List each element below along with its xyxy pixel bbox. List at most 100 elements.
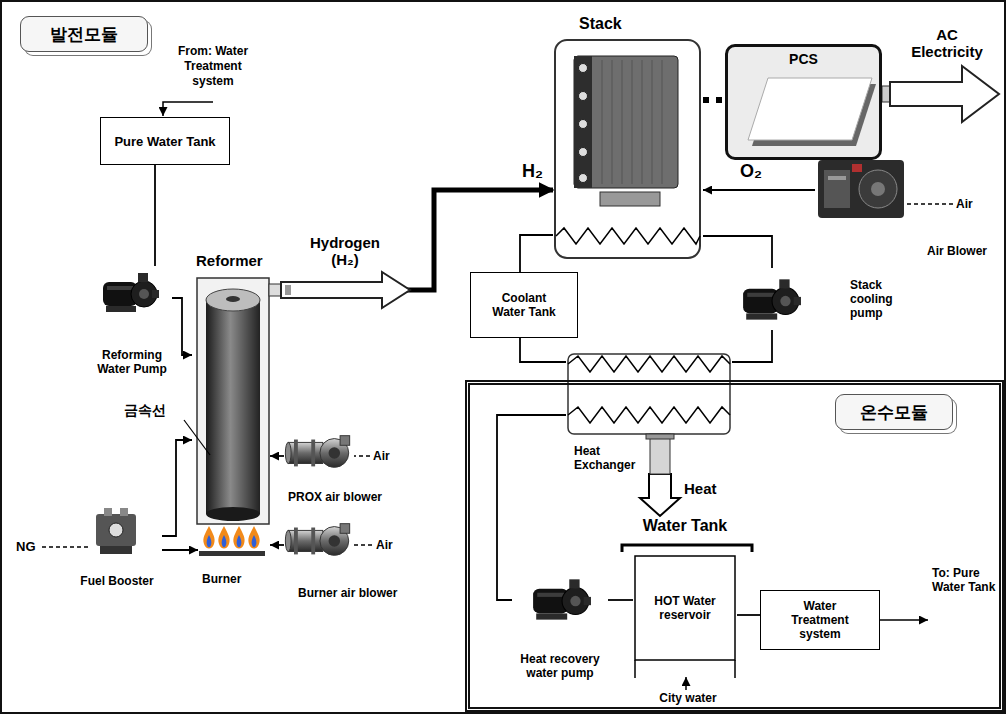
flow-label: Heat [684,480,734,497]
air-line [906,203,953,205]
blower-icon [285,524,349,556]
blower-unit: Burner air blower [284,514,424,600]
box-label: Water Treatment system [775,599,865,641]
input-label: Air [373,449,399,463]
part-caption: Heat Exchanger [574,444,640,472]
stack-figure [556,228,700,244]
part-caption: PROX air blower [284,490,398,504]
stack-unit: Stack [553,14,703,260]
heat-exchanger-figure [650,434,670,474]
part-heading: Water Tank [633,516,737,535]
air-blower-icon [859,170,897,208]
ac-output-arrow [890,66,999,122]
reformer-figure [206,289,260,311]
output-label: AC Electricity [905,26,989,60]
input-label: Air [956,197,986,211]
reformer-figure [206,507,260,521]
burner-unit: Burner [198,526,270,586]
burner-flames [218,526,229,549]
pipe-line [520,235,553,272]
pump-icon [103,273,159,312]
label-anchor: Air [373,449,399,463]
burner-flames [199,551,265,556]
fuel-booster-icon [104,508,112,516]
stack-figure [574,56,592,188]
part-heading: PCS [728,51,879,67]
burner-flames [199,526,265,556]
label-anchor: City water [650,692,726,705]
heat-exchanger-figure [568,354,730,434]
part-caption: Heat recovery water pump [512,652,608,680]
destination-note: To: Pure Water Tank [932,566,998,594]
air-blower-icon [818,160,904,218]
stack-figure [602,60,662,184]
pipe-line [497,415,566,600]
air-line [354,544,372,546]
label-anchor: O₂ [740,160,774,182]
booster-unit: Fuel Booster [72,506,162,588]
leader-line [184,420,210,455]
hydrogen-block-arrow [285,285,291,295]
water-tank-figure [635,660,735,678]
fuel-booster-icon [100,546,132,554]
pipe-line [732,330,772,362]
stack-figure [555,40,700,258]
pump-unit: Heat recovery water pump [512,568,608,680]
ac-output-arrow [882,86,890,102]
heat-exchanger-figure [568,407,730,423]
part-callout: 금속선 [124,402,184,419]
fuel-booster-icon [96,514,136,546]
tank-box: Pure Water Tank [100,117,230,165]
burner-flames [203,526,214,549]
pipe-line [737,614,760,616]
tank-box: Coolant Water Tank [470,272,578,338]
burner-flames [233,526,244,549]
reformer-figure [197,278,269,524]
pump-icon [743,279,801,319]
ac-output-arrow [882,66,999,122]
label-anchor: Heat [684,480,734,497]
pipe-line [270,455,284,457]
water-tank: Water TankHOT Water reservoir [633,516,737,680]
label-anchor: Hydrogen (H₂) [303,234,387,268]
label-anchor: Air [376,538,402,552]
supply-arrow [163,102,213,116]
stack-figure [600,192,660,206]
outlet-arrow [880,620,928,621]
air-blower-icon [824,170,850,208]
pump-unit: Stack cooling pump [738,268,918,330]
burner-flames [248,526,259,549]
stack-figure [579,92,588,101]
air-blower-icon [818,160,904,218]
part-caption: Fuel Booster [80,574,153,588]
water-tank-figure [622,545,752,690]
pipe-line [154,165,156,266]
heat-exchanger-figure [568,354,730,474]
body-text: HOT Water reservoir [635,556,735,660]
treatment-box: Water Treatment system [760,590,880,650]
pcs-figure [748,78,872,140]
air-blower-icon [871,182,885,196]
input-label: NG [16,539,46,555]
pcs-figure [726,45,881,159]
input-label: City water [650,692,726,705]
water-tank-figure [635,556,735,660]
flow-label: Hydrogen (H₂) [303,234,387,268]
stack-figure [555,40,700,258]
supply-arrow [163,102,213,116]
blower-icon [285,436,349,468]
pipe-line [608,599,633,601]
pipe-line [703,189,815,191]
leader-line [184,420,210,455]
part-heading: Reformer [192,252,270,270]
source-note: From: Water Treatment system [163,44,263,89]
hydrogen-block-arrow [281,272,410,308]
heat-exchanger-figure [568,356,730,372]
air-blower-icon [852,164,862,172]
part-caption: Burner air blower [284,586,424,600]
reformer-figure [206,300,260,514]
stack-figure [579,148,588,157]
heat-flow-arrow [640,474,680,516]
part-caption: Air Blower [927,244,987,258]
